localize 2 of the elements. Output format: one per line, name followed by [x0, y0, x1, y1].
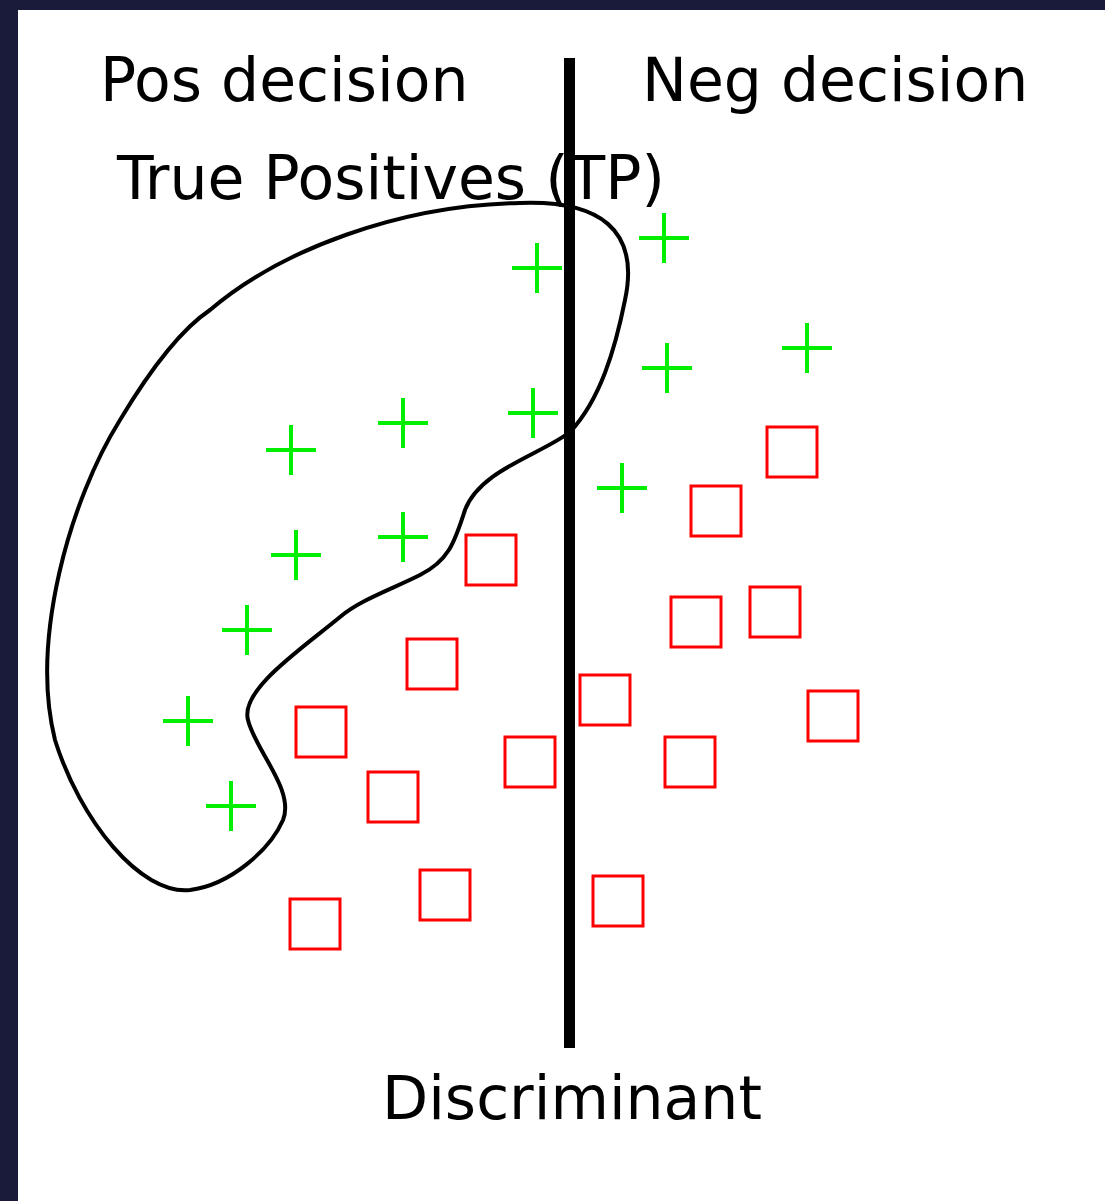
decision-side-label: Pos decision	[100, 50, 469, 110]
line-label: Discriminant	[382, 1068, 762, 1128]
